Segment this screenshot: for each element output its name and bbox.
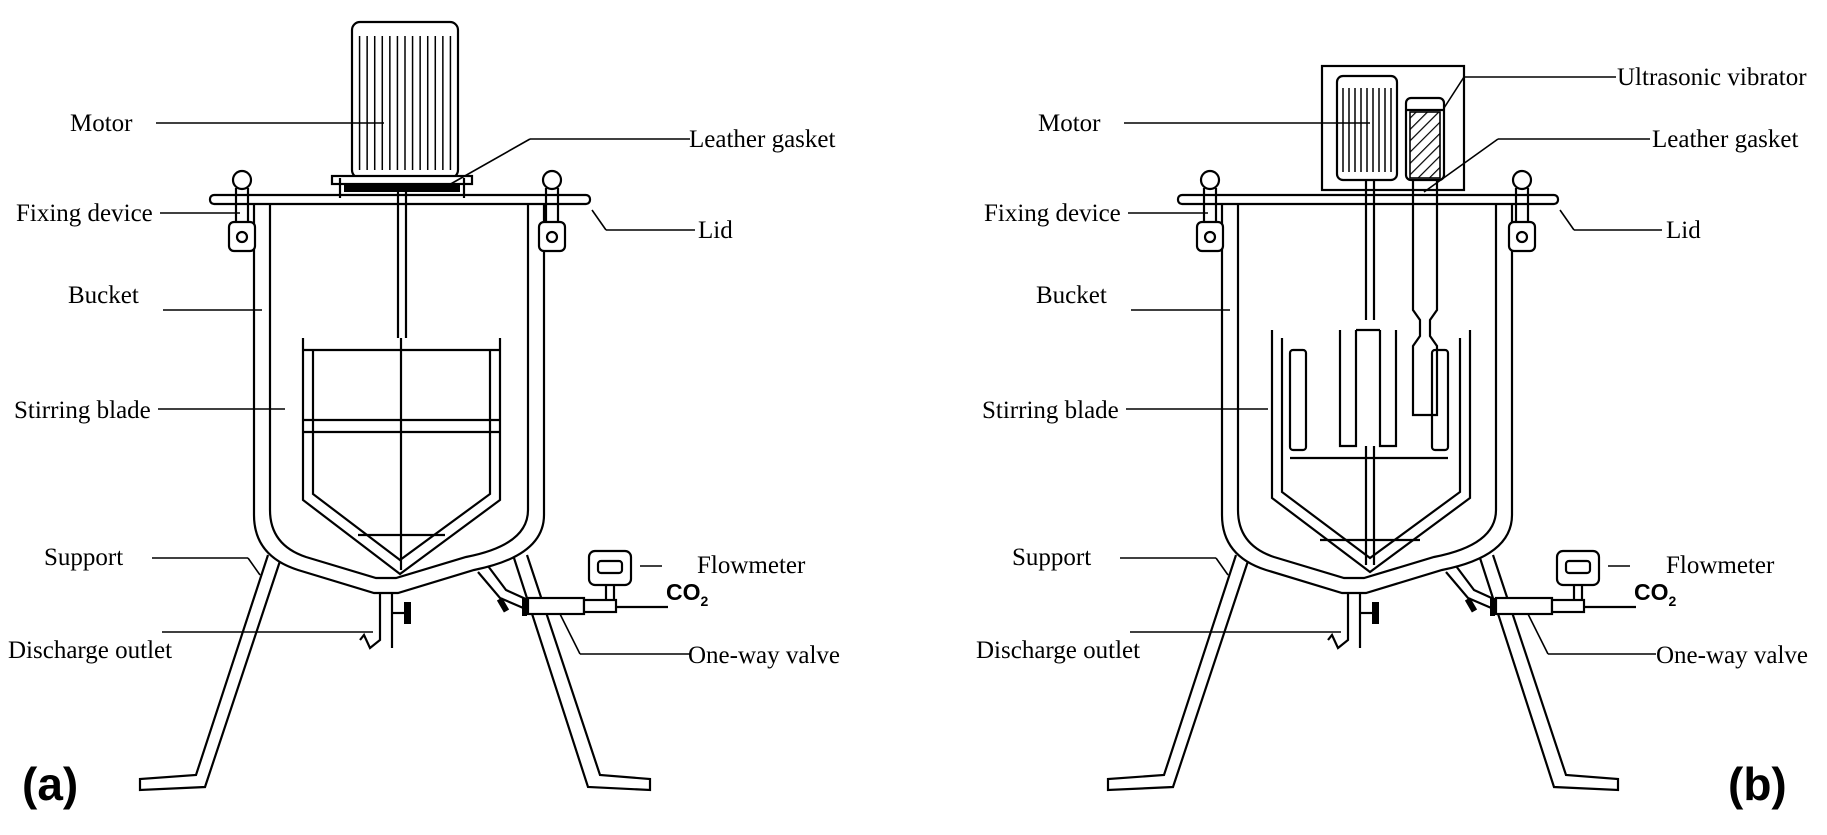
leather-gasket [330,174,474,198]
fixing-device-left [227,169,257,253]
discharge-outlet-b [1327,593,1379,650]
fixing-device-label-a: Fixing device [16,200,153,227]
motor [350,20,460,180]
bucket-inner-b [1236,203,1498,580]
panel-b [1106,64,1636,792]
support-leg-left [138,554,283,792]
support-leg-right-b [1478,554,1620,792]
fixing-device-right [537,169,567,253]
motor-label-b: Motor [1038,110,1101,137]
labels-a: Motor Leather gasket Fixing device Lid B… [8,110,840,810]
gas-inlet-line-b [1445,565,1636,616]
support-leg-right [512,554,652,792]
gas-inlet-line [477,565,668,616]
leaders-a [152,122,695,655]
flowmeter [587,549,633,600]
lid-label-a: Lid [698,217,733,244]
discharge-outlet [359,593,411,650]
support-label-a: Support [44,544,123,571]
motor-housing [1320,64,1466,192]
support-label-b: Support [1012,544,1091,571]
co2-label-b: CO2 [1634,579,1677,609]
leather-gasket-label-a: Leather gasket [689,126,836,153]
co2-label-a: CO2 [666,579,709,609]
flowmeter-label-b: Flowmeter [1666,552,1775,579]
motor-label-a: Motor [70,110,133,137]
stirring-blade-label-a: Stirring blade [14,397,151,424]
ultrasonic-vibrator [1404,96,1446,417]
bucket-outer-b [1220,203,1514,595]
leaders-b [1120,76,1662,655]
flowmeter-b [1555,549,1601,600]
bucket-outer [252,203,546,595]
discharge-outlet-label-b: Discharge outlet [976,637,1140,664]
lid-label-b: Lid [1666,217,1701,244]
lid [208,193,592,206]
flowmeter-label-a: Flowmeter [697,552,806,579]
panel-letter-b: (b) [1728,758,1787,810]
stirring-blade [301,190,502,576]
bucket-label-b: Bucket [1036,282,1107,309]
one-way-valve-label-b: One-way valve [1656,642,1808,669]
one-way-valve-label-a: One-way valve [688,642,840,669]
leather-gasket-label-b: Leather gasket [1652,126,1799,153]
panel-a [138,20,668,792]
stirring-blade-label-b: Stirring blade [982,397,1119,424]
fixing-device-left-b [1195,169,1225,253]
stirring-blade-b [1270,180,1472,574]
bucket-inner [268,203,530,580]
lid-b [1176,193,1560,206]
support-leg-left-b [1106,554,1251,792]
fixing-device-right-b [1507,169,1537,253]
ultrasonic-vibrator-label-b: Ultrasonic vibrator [1617,64,1807,91]
labels-b: Ultrasonic vibrator Motor Leather gasket… [976,64,1808,810]
panel-letter-a: (a) [22,758,78,810]
bucket-label-a: Bucket [68,282,139,309]
fixing-device-label-b: Fixing device [984,200,1121,227]
discharge-outlet-label-a: Discharge outlet [8,637,172,664]
motor-b [1335,74,1399,182]
